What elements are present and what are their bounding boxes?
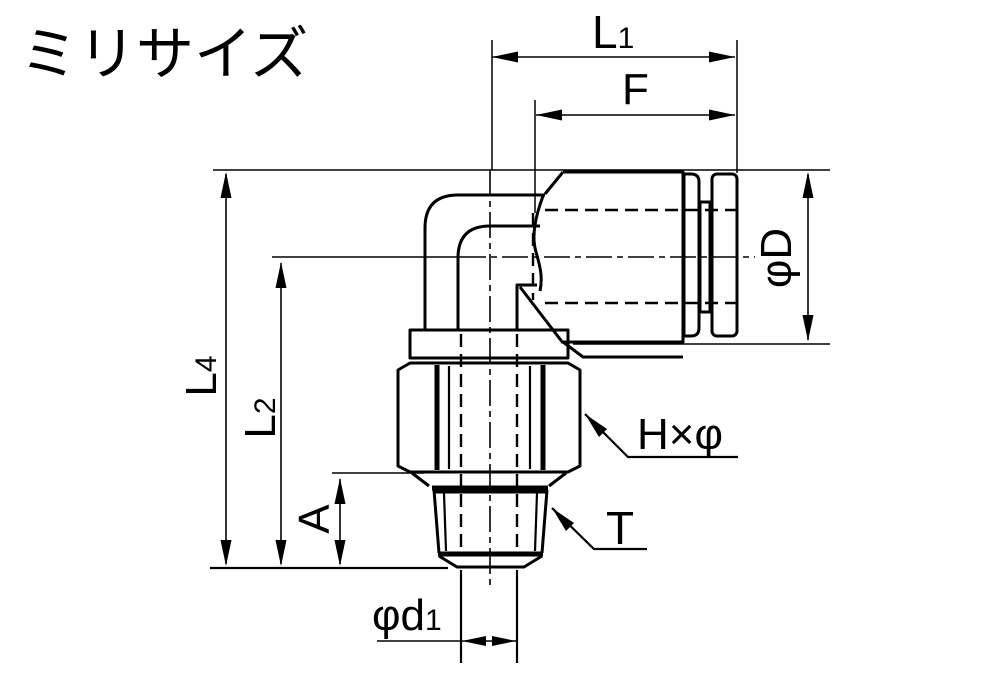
phid1-arrow-right <box>492 636 516 646</box>
label-thread: T <box>606 502 634 554</box>
hex-nut-outline <box>396 361 582 474</box>
label-f: F <box>622 65 649 114</box>
label-phi-d: φD <box>752 228 801 288</box>
f-arrow-left <box>536 109 562 121</box>
fitting-body-geometry <box>396 170 739 569</box>
body-bottom-chamfer <box>562 340 683 359</box>
phid-arrow-bottom <box>802 315 814 341</box>
elbow-inner-profile <box>456 224 540 330</box>
release-button <box>682 172 701 338</box>
label-hex: H×φ <box>637 410 723 459</box>
label-l4: L4 <box>177 355 226 396</box>
label-phi-d1: φd1 <box>372 591 442 640</box>
cone-intersection-curve <box>532 195 545 292</box>
a-arrow-bottom <box>334 540 346 566</box>
thread-left-edge <box>432 489 441 554</box>
hex-leader-arrow <box>585 414 607 437</box>
thread-root-left <box>442 492 448 552</box>
l1-arrow-right <box>709 51 735 63</box>
thread-tip-chamfer <box>438 554 543 569</box>
phid-arrow-top <box>802 172 814 198</box>
cone-top-chamfer <box>543 171 565 195</box>
cone-step <box>515 283 537 330</box>
label-a: A <box>290 504 339 534</box>
thread-right-edge <box>540 489 549 554</box>
f-arrow-right <box>709 109 735 121</box>
phid1-arrow-left <box>462 636 486 646</box>
l4-arrow-top <box>220 172 232 198</box>
l2-arrow-top <box>275 262 287 288</box>
a-arrow-top <box>334 478 346 504</box>
label-l2: L2 <box>236 397 285 438</box>
l2-arrow-bottom <box>275 540 287 566</box>
cone-bottom-edge <box>518 286 565 344</box>
thread-leader-arrow <box>552 508 574 531</box>
dimension-lines <box>210 40 830 663</box>
seat-right-edge <box>548 471 567 488</box>
l4-arrow-bottom <box>220 540 232 566</box>
release-collar <box>710 172 739 338</box>
flange <box>408 328 570 360</box>
dimension-labels: L1 F φD L4 L2 A H×φ T φd1 <box>177 6 801 640</box>
l1-arrow-left <box>492 51 518 63</box>
label-l1: L1 <box>592 6 634 58</box>
release-neck <box>698 200 712 314</box>
elbow-outer-profile <box>423 193 545 330</box>
seat-left-edge <box>411 471 430 488</box>
drawing-title: ミリサイズ <box>20 22 308 87</box>
thread-root-right <box>533 492 539 552</box>
